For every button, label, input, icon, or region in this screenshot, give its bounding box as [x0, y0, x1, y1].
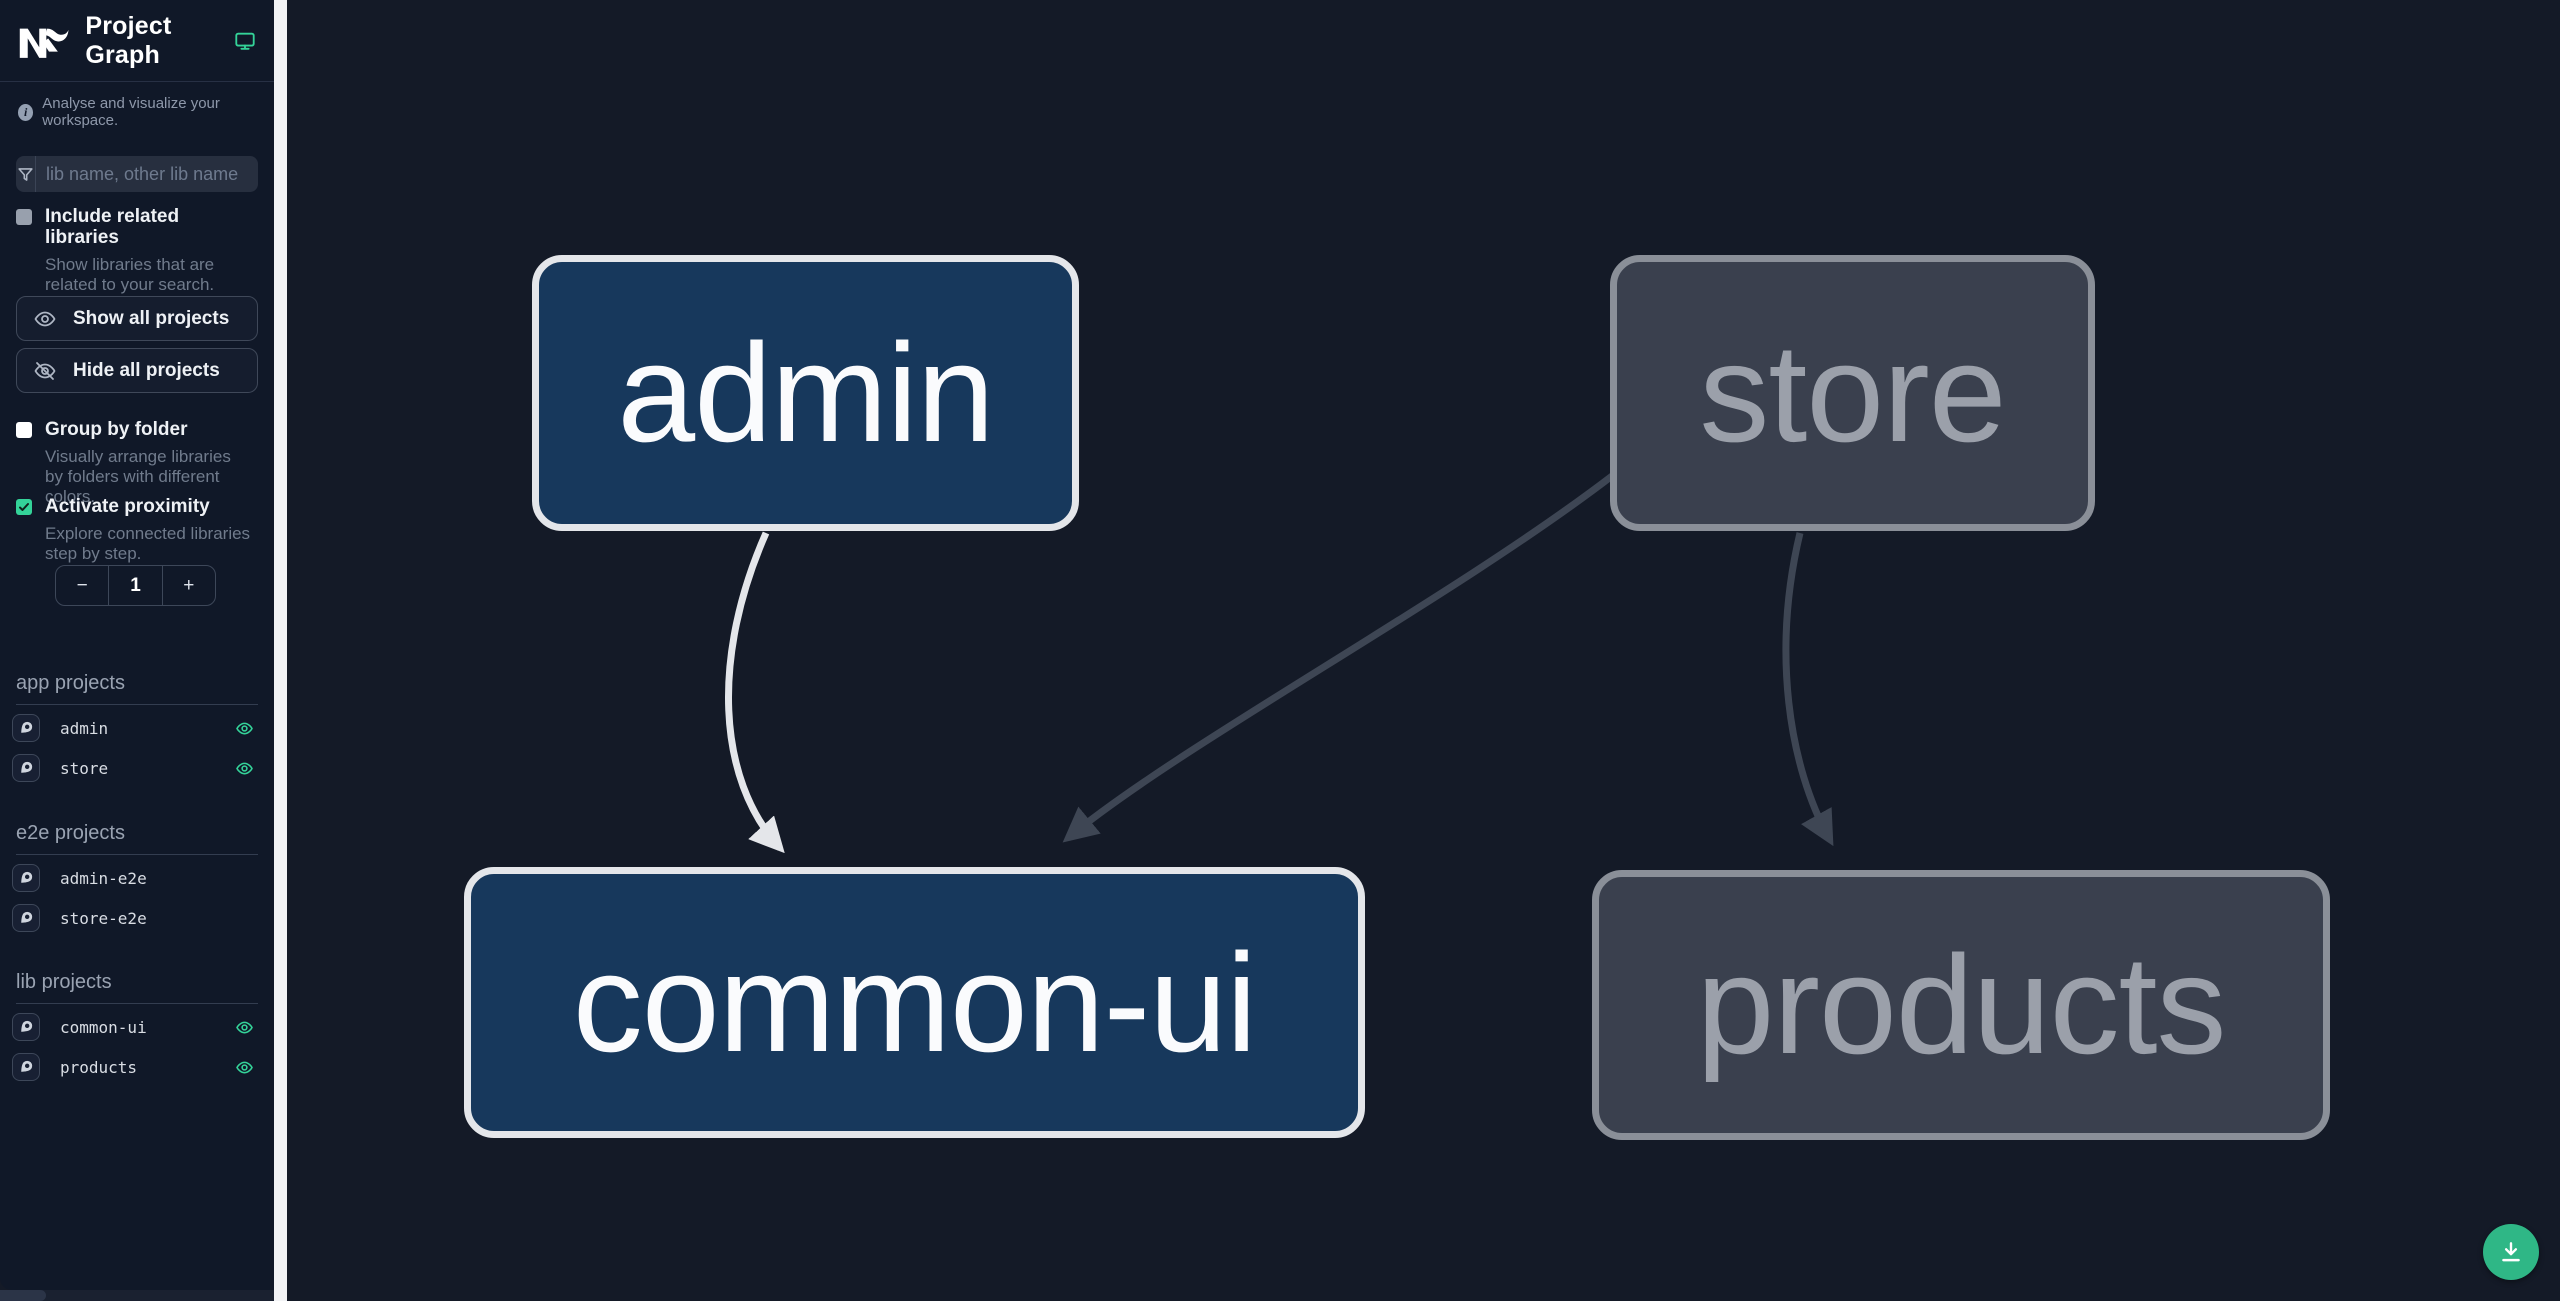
edge-store-common-ui: [1062, 473, 1615, 843]
project-row-store-e2e: store-e2e: [12, 901, 262, 935]
project-name[interactable]: common-ui: [60, 1017, 147, 1037]
horizontal-scrollbar-track: [0, 1290, 274, 1301]
project-name[interactable]: store-e2e: [60, 908, 147, 928]
hide-all-projects-button[interactable]: Hide all projects: [16, 348, 258, 393]
project-visibility-eye-icon[interactable]: [235, 1018, 254, 1037]
include-related-label: Include related libraries: [45, 206, 180, 248]
show-all-projects-button[interactable]: Show all projects: [16, 296, 258, 341]
project-visibility-eye-icon[interactable]: [235, 719, 254, 738]
pin-focus-icon: [21, 871, 33, 883]
project-visibility-eye-icon[interactable]: [235, 759, 254, 778]
project-row-admin: admin: [12, 711, 262, 745]
horizontal-scrollbar-thumb[interactable]: [0, 1290, 46, 1301]
tagline-text: Analyse and visualize your workspace.: [42, 95, 220, 129]
proximity-value: 1: [130, 574, 141, 596]
group-by-folder-description: Visually arrange libraries by folders wi…: [45, 446, 231, 506]
group-by-folder-row: Group by folder Visually arrange librari…: [16, 419, 258, 507]
search-box: [16, 156, 258, 192]
monitor-icon: [234, 30, 256, 52]
project-name[interactable]: admin-e2e: [60, 868, 147, 888]
activate-proximity-checkbox[interactable]: [16, 499, 32, 515]
node-label-common-ui: common-ui: [572, 923, 1257, 1081]
node-label-products: products: [1696, 926, 2227, 1083]
download-icon: [2502, 1242, 2520, 1262]
pin-focus-icon: [21, 721, 33, 733]
sidebar-header: Project Graph: [0, 0, 274, 82]
sidebar: Project Graph i Analyse and visualize yo…: [0, 0, 274, 1290]
activate-proximity-label: Activate proximity: [45, 496, 210, 517]
info-icon: i: [18, 103, 34, 121]
show-all-projects-label: Show all projects: [73, 307, 230, 329]
eye-slash-icon: [34, 361, 56, 380]
search-input[interactable]: [36, 156, 258, 192]
proximity-counter: − 1 +: [55, 565, 216, 606]
tagline-row: i Analyse and visualize your workspace.: [18, 95, 274, 129]
group-by-folder-checkbox[interactable]: [16, 422, 32, 438]
graph-node-store[interactable]: store: [1610, 255, 2095, 531]
project-name[interactable]: products: [60, 1057, 138, 1077]
activate-proximity-description: Explore connected libraries step by step…: [45, 523, 251, 563]
proximity-increment-button[interactable]: +: [161, 566, 215, 605]
pin-focus-icon: [21, 761, 33, 773]
check-icon: [19, 503, 29, 511]
focus-project-button[interactable]: [12, 1053, 40, 1081]
section-title-lib-projects: lib projects: [16, 971, 258, 1004]
pin-focus-icon: [21, 1060, 33, 1072]
focus-project-button[interactable]: [12, 754, 40, 782]
project-row-admin-e2e: admin-e2e: [12, 861, 262, 895]
edge-store-products: [1782, 532, 1834, 847]
graph-node-admin[interactable]: admin: [532, 255, 1079, 531]
project-row-common-ui: common-ui: [12, 1010, 262, 1044]
include-related-checkbox[interactable]: [16, 209, 32, 225]
project-name[interactable]: store: [60, 758, 109, 778]
hide-all-projects-label: Hide all projects: [73, 359, 220, 381]
focus-project-button[interactable]: [12, 714, 40, 742]
nx-logo: [19, 28, 69, 58]
graph-node-products[interactable]: products: [1592, 870, 2330, 1140]
focus-project-button[interactable]: [12, 904, 40, 932]
app-title: Project Graph: [85, 11, 172, 69]
pin-focus-icon: [21, 911, 33, 923]
project-row-products: products: [12, 1050, 262, 1084]
project-name[interactable]: admin: [60, 718, 109, 738]
focus-project-button[interactable]: [12, 1013, 40, 1041]
group-by-folder-label: Group by folder: [45, 419, 188, 440]
section-title-app-projects: app projects: [16, 672, 258, 705]
activate-proximity-row: Activate proximity Explore connected lib…: [16, 496, 258, 564]
filter-funnel-icon: [16, 156, 36, 192]
proximity-decrement-button[interactable]: −: [56, 566, 110, 605]
section-title-e2e-projects: e2e projects: [16, 822, 258, 855]
edge-admin-common-ui: [725, 531, 785, 854]
pin-focus-icon: [21, 1020, 33, 1032]
sidebar-scrollbar[interactable]: [274, 0, 287, 1301]
download-graph-button[interactable]: [2483, 1224, 2539, 1280]
graph-node-common-ui[interactable]: common-ui: [464, 867, 1365, 1138]
eye-icon: [34, 311, 56, 326]
node-label-admin: admin: [617, 314, 994, 471]
focus-project-button[interactable]: [12, 864, 40, 892]
node-label-store: store: [1699, 314, 2006, 471]
project-visibility-eye-icon[interactable]: [235, 1058, 254, 1077]
include-related-row: Include related libraries Show libraries…: [16, 206, 258, 295]
project-row-store: store: [12, 751, 262, 785]
include-related-description: Show libraries that are related to your …: [45, 254, 215, 294]
